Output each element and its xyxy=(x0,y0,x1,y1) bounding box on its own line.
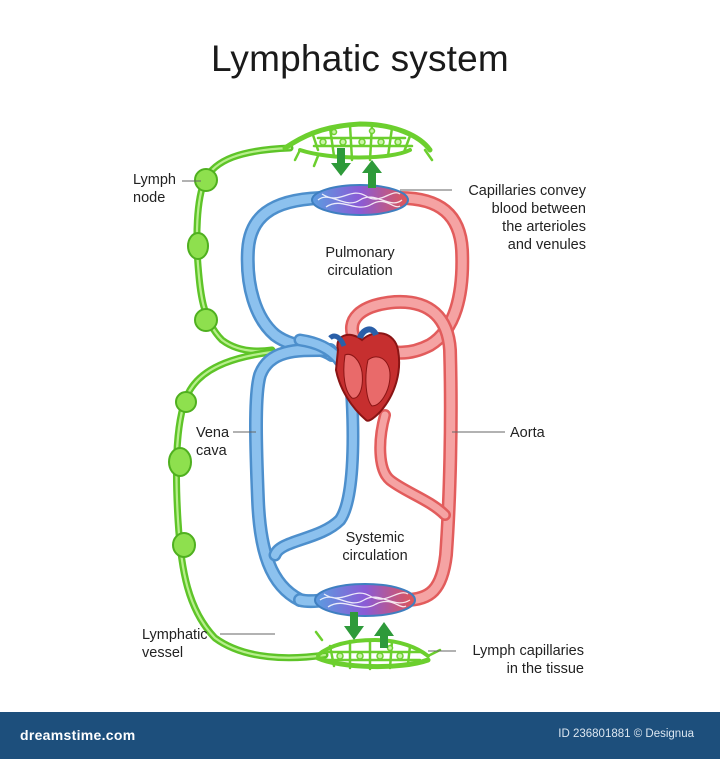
label-capillaries: Capillaries convey blood between the art… xyxy=(456,182,586,254)
arrow-down-icon xyxy=(331,148,351,176)
top-lymph-capillary-bed xyxy=(282,121,434,168)
circulation-diagram xyxy=(168,121,505,671)
label-lymph-capillaries-line2: in the tissue xyxy=(506,661,584,677)
label-aorta: Aorta xyxy=(510,425,545,441)
diagram-title: Lymphatic system xyxy=(211,38,509,79)
arrow-up-icon xyxy=(362,160,382,188)
lymph-node xyxy=(172,532,196,558)
lymph-node xyxy=(187,232,209,260)
pulmonary-capillary-bed xyxy=(311,184,409,216)
brand-logo[interactable]: dreamstime.com xyxy=(20,727,136,743)
label-lymphatic-vessel-line2: vessel xyxy=(142,645,184,661)
label-pulmonary-line1: Pulmonary xyxy=(325,245,395,261)
label-capillaries-line1: Capillaries convey xyxy=(468,183,586,199)
lymph-node xyxy=(168,447,192,477)
label-pulmonary-line2: circulation xyxy=(327,263,393,279)
label-systemic-circulation: Systemic circulation xyxy=(320,529,430,565)
label-capillaries-line4: and venules xyxy=(507,237,586,253)
image-credit: ID 236801881 © Designua xyxy=(558,728,694,740)
arterial-vessels xyxy=(345,191,470,607)
label-systemic-line2: circulation xyxy=(342,548,408,564)
diagram-canvas: Lymphatic system xyxy=(133,38,586,678)
lymph-node xyxy=(175,391,197,413)
lymph-node xyxy=(194,308,218,332)
label-systemic-line1: Systemic xyxy=(345,530,405,546)
heart xyxy=(328,326,401,422)
label-lymph-node-line1: Lymph xyxy=(133,172,176,188)
arrow-up-icon xyxy=(374,622,394,648)
label-lymph-node-line2: node xyxy=(133,190,166,206)
leader-lines xyxy=(182,180,505,652)
label-capillaries-line3: the arterioles xyxy=(502,219,586,235)
label-vena-cava-line2: cava xyxy=(196,443,227,459)
systemic-capillary-bed xyxy=(314,583,416,617)
label-vena-cava-line1: Vena xyxy=(196,425,230,441)
arrow-down-icon xyxy=(344,612,364,640)
label-lymph-capillaries-line1: Lymph capillaries xyxy=(472,643,584,659)
label-lymphatic-vessel-line1: Lymphatic xyxy=(142,627,208,643)
bottom-lymph-capillary-bed xyxy=(314,630,442,671)
lymph-node xyxy=(194,168,218,192)
label-capillaries-line2: blood between xyxy=(491,201,586,217)
label-vena-cava: Vena cava xyxy=(196,424,229,460)
label-lymph-node: Lymph node xyxy=(133,171,176,207)
label-pulmonary-circulation: Pulmonary circulation xyxy=(305,244,415,280)
label-lymph-capillaries: Lymph capillaries in the tissue xyxy=(462,642,584,678)
exchange-arrows xyxy=(331,148,394,648)
label-lymphatic-vessel: Lymphatic vessel xyxy=(142,626,208,662)
watermark-footer: dreamstime.com ID 236801881 © Designua xyxy=(0,712,720,759)
lymphatic-network xyxy=(168,121,442,671)
inner-artery-branch xyxy=(374,409,451,521)
